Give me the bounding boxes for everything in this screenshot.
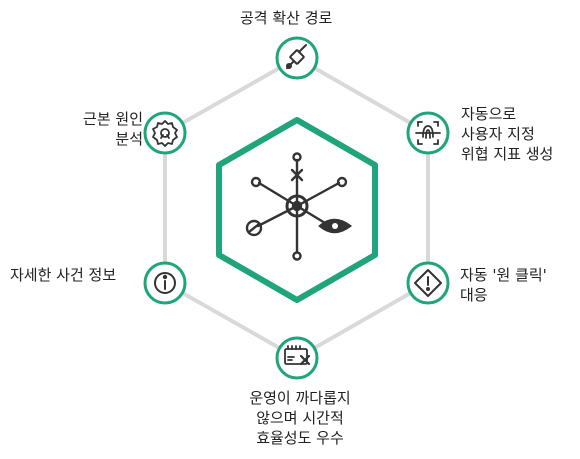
alert-diamond-icon [414, 269, 442, 297]
label-line: 효율성도 우수 [256, 429, 344, 447]
label-line: 분석 [115, 130, 143, 148]
label-line: 자동 '원 클릭' [460, 266, 547, 284]
node-top-left [143, 111, 187, 155]
label-line: 대응 [460, 286, 488, 304]
gear-bug-icon [152, 120, 178, 147]
server-error-icon [284, 345, 311, 366]
chainsaw-icon [286, 44, 307, 69]
node-top [275, 36, 319, 80]
label-top-left: 근본 원인 분석 [71, 109, 143, 149]
label-bottom: 운영이 까다롭지 않으며 시간적 효율성도 우수 [240, 388, 360, 448]
info-icon [154, 272, 176, 294]
label-line: 근본 원인 [83, 110, 143, 128]
node-top-right [406, 111, 450, 155]
node-bottom [275, 336, 319, 380]
label-left: 자세한 사건 정보 [10, 265, 116, 285]
label-top-right: 자동으로 사용자 지정 위협 지표 생성 [461, 104, 553, 164]
label-line: 않으며 시간적 [256, 409, 344, 427]
network-hub-icon [245, 152, 353, 261]
label-line: 사용자 지정 [461, 125, 535, 143]
label-top: 공격 확산 경로 [240, 8, 332, 28]
label-line: 위협 지표 생성 [461, 145, 554, 163]
label-line: 자세한 사건 정보 [10, 266, 117, 284]
label-line: 자동으로 [461, 105, 517, 123]
label-bottom-right: 자동 '원 클릭' 대응 [460, 265, 547, 305]
label-line: 공격 확산 경로 [240, 9, 333, 27]
label-line: 운영이 까다롭지 [249, 389, 351, 407]
node-left [143, 261, 187, 305]
fingerprint-scan-icon [415, 121, 441, 145]
node-bottom-right [406, 261, 450, 305]
